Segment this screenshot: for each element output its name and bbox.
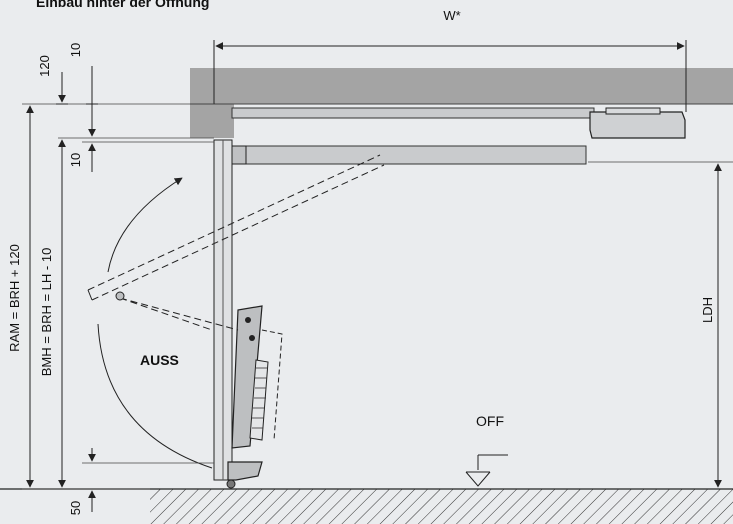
spring-coil <box>249 359 269 441</box>
operator-rail <box>231 107 595 119</box>
floor-hatch <box>150 489 733 524</box>
lintel <box>190 68 733 104</box>
spring-coil-lines <box>252 367 268 429</box>
diagram-title: Einbau hinter der Öffnung <box>36 0 210 10</box>
swing-arc-lower <box>97 323 213 469</box>
open-door-outline <box>87 154 385 301</box>
open-arm-dashed <box>119 297 239 331</box>
bmh-label: BMH = BRH = LH - 10 <box>39 248 54 377</box>
ldh-label: LDH <box>700 297 715 323</box>
motor-cap <box>605 107 661 115</box>
floor-level-symbol <box>465 454 508 487</box>
lintel-drop <box>190 68 234 138</box>
door-track <box>235 145 587 165</box>
spring-arm <box>231 305 263 449</box>
bottom-bracket <box>227 461 263 481</box>
reference-lines <box>22 103 733 490</box>
bottom-roller <box>226 479 236 489</box>
dim-120-label: 120 <box>37 55 52 77</box>
open-pivot <box>115 291 125 301</box>
ram-label: RAM = BRH + 120 <box>7 244 22 352</box>
off-label: OFF <box>476 413 504 429</box>
track-bracket <box>231 145 247 165</box>
motor-housing <box>589 111 686 139</box>
swing-arc-upper <box>107 177 183 273</box>
pivot-dot-top <box>245 317 251 323</box>
dim-10-mid-label: 10 <box>68 153 83 167</box>
w-label: W* <box>443 8 460 23</box>
dim-50-label: 50 <box>68 501 83 515</box>
pivot-dot-mid <box>249 335 255 341</box>
auss-label: AUSS <box>140 352 179 368</box>
spring-dashed-outline <box>261 329 283 441</box>
open-door-end <box>87 289 93 301</box>
dim-10-top-label: 10 <box>68 43 83 57</box>
